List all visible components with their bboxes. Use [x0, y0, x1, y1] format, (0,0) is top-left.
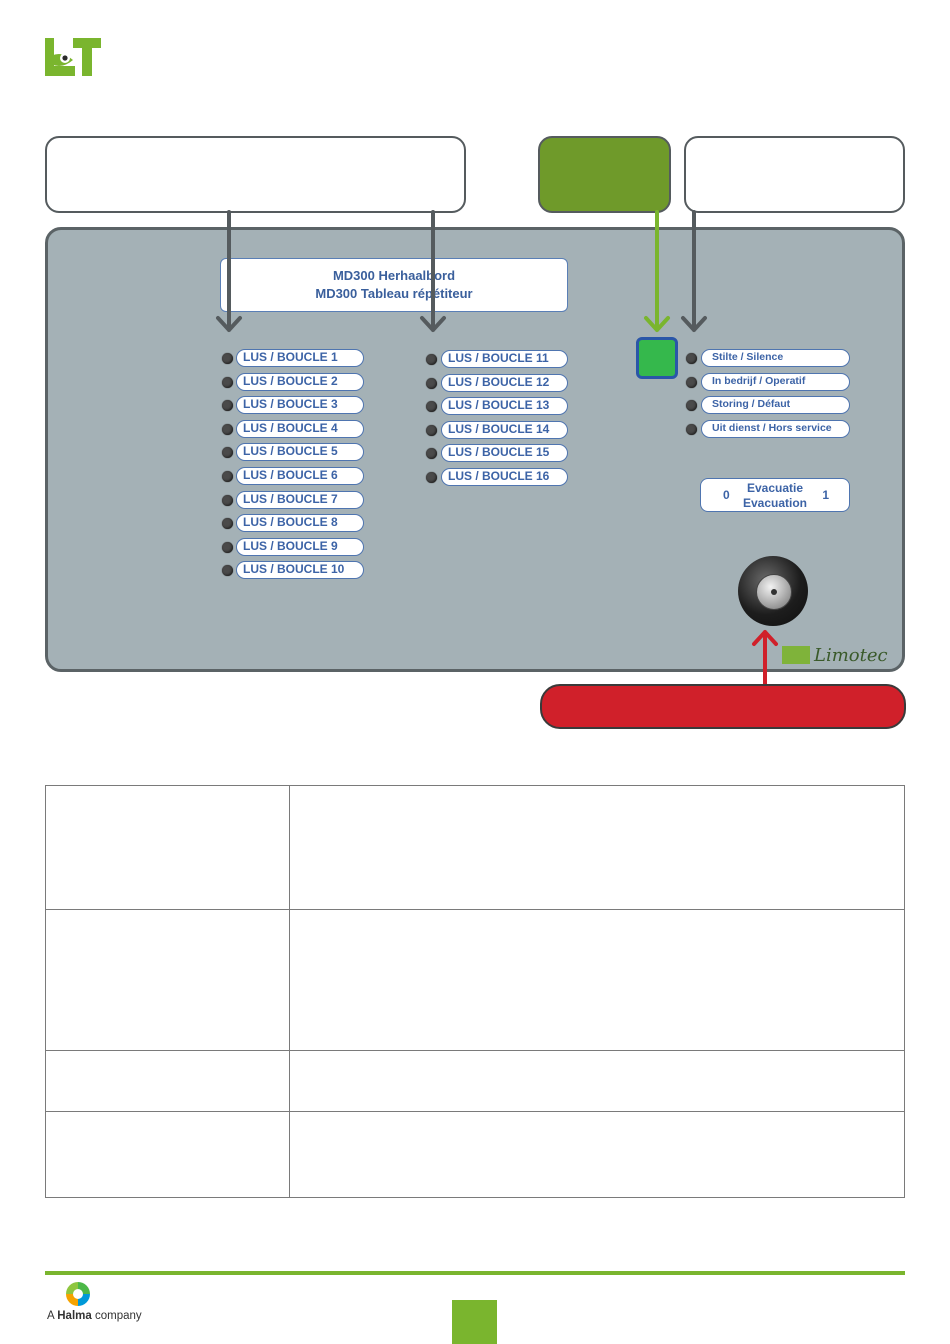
evac-line1: Evacuatie — [746, 481, 804, 495]
loop-led-icon — [426, 472, 437, 483]
loop-label: LUS / BOUCLE 6 — [236, 467, 364, 485]
halma-logo-icon — [66, 1282, 90, 1306]
loop-led-icon — [222, 541, 233, 553]
halma-name: Halma — [57, 1310, 92, 1322]
company-logo — [45, 38, 101, 76]
callout-key-switch — [540, 684, 906, 729]
loop-led-icon — [222, 376, 233, 388]
loop-label: LUS / BOUCLE 15 — [441, 444, 568, 463]
table-cell — [45, 909, 290, 1051]
brand-mark-icon — [782, 646, 810, 664]
evac-line2: Evacuation — [742, 496, 808, 510]
arrow-red — [752, 630, 778, 687]
arrow-status — [681, 210, 707, 332]
info-table — [45, 785, 905, 1198]
loop-label: LUS / BOUCLE 13 — [441, 397, 568, 416]
evacuation-switch-label: 0 Evacuatie Evacuation 1 — [700, 478, 850, 512]
halma-suffix: company — [94, 1310, 142, 1322]
loop-led-icon — [222, 518, 233, 530]
page-number-box — [452, 1300, 497, 1344]
arrows-layer — [216, 210, 778, 687]
status-led-icon — [686, 376, 697, 388]
table-cell — [289, 1050, 905, 1112]
key-cylinder — [756, 574, 792, 610]
brand-logo: Limotec — [782, 645, 888, 667]
panel-title-line1: MD300 Herhaalbord — [332, 268, 456, 283]
loop-led-icon — [426, 377, 437, 389]
status-led-icon — [686, 353, 697, 364]
arrow-left-2 — [420, 210, 446, 332]
loop-label: LUS / BOUCLE 1 — [236, 349, 364, 367]
loop-label: LUS / BOUCLE 5 — [236, 443, 364, 462]
callout-buzzer-button — [538, 136, 671, 213]
status-led-icon — [686, 400, 697, 412]
loop-label: LUS / BOUCLE 11 — [441, 350, 568, 368]
loop-label: LUS / BOUCLE 16 — [441, 468, 568, 486]
status-label: Storing / Défaut — [701, 396, 850, 415]
loop-label: LUS / BOUCLE 3 — [236, 396, 364, 415]
table-row — [45, 1111, 905, 1198]
loop-led-icon — [222, 353, 233, 364]
loop-led-icon — [222, 447, 233, 459]
loop-label: LUS / BOUCLE 9 — [236, 537, 364, 556]
status-label: Stilte / Silence — [701, 349, 850, 367]
loop-label: LUS / BOUCLE 2 — [236, 372, 364, 391]
evac-zero: 0 — [723, 488, 730, 502]
arrow-green — [644, 210, 670, 332]
table-cell — [45, 1111, 290, 1198]
loop-label: LUS / BOUCLE 4 — [236, 419, 364, 438]
callout-status-leds — [684, 136, 905, 213]
footer-rule — [45, 1271, 905, 1275]
table-cell — [289, 785, 905, 910]
loop-label: LUS / BOUCLE 7 — [236, 490, 364, 509]
loop-led-icon — [426, 401, 437, 413]
loop-label: LUS / BOUCLE 12 — [441, 373, 568, 392]
loop-led-icon — [426, 448, 437, 460]
table-cell — [45, 1050, 290, 1112]
loop-led-icon — [222, 423, 233, 435]
silence-button[interactable] — [636, 337, 678, 379]
loop-led-icon — [426, 354, 437, 365]
arrow-left-1 — [216, 210, 242, 332]
evacuation-key-switch[interactable] — [738, 556, 808, 626]
loop-led-icon — [426, 424, 437, 436]
loop-label: LUS / BOUCLE 14 — [441, 420, 568, 439]
halma-tagline: A Halma company — [47, 1310, 142, 1322]
loop-led-icon — [222, 471, 233, 482]
loop-led-icon — [222, 565, 233, 577]
table-row — [45, 785, 905, 910]
loop-led-icon — [222, 494, 233, 506]
brand-name: Limotec — [814, 645, 888, 666]
evac-one: 1 — [822, 488, 829, 502]
table-row — [45, 909, 905, 1051]
callout-loop-leds — [45, 136, 466, 213]
loop-led-icon — [222, 400, 233, 412]
table-cell — [289, 1111, 905, 1198]
loop-label: LUS / BOUCLE 10 — [236, 561, 364, 580]
table-cell — [45, 785, 290, 910]
loop-label: LUS / BOUCLE 8 — [236, 514, 364, 533]
table-cell — [289, 909, 905, 1051]
status-led-icon — [686, 423, 697, 435]
table-row — [45, 1050, 905, 1112]
status-label: In bedrijf / Operatif — [701, 372, 850, 391]
status-label: Uit dienst / Hors service — [701, 419, 850, 438]
halma-prefix: A — [47, 1310, 55, 1322]
